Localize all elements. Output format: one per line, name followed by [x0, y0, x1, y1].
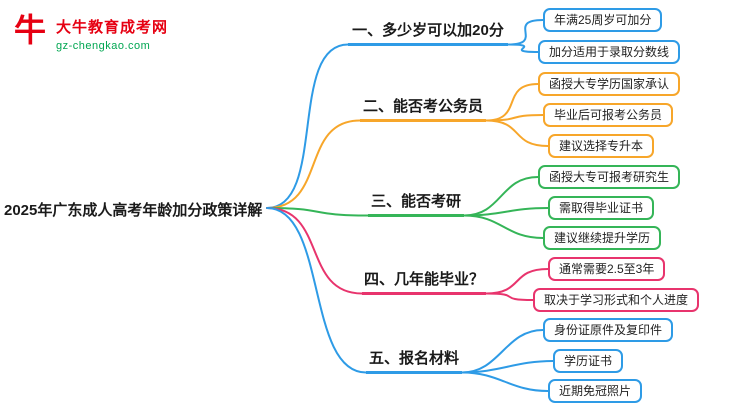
branch-connector — [266, 119, 361, 209]
branch-node: 四、几年能毕业？ — [362, 270, 486, 295]
site-logo: 牛 大牛教育成考网 gz-chengkao.com — [10, 10, 168, 52]
branch-connector — [463, 207, 549, 217]
branch-connector — [463, 214, 544, 239]
branch-connector — [485, 83, 539, 122]
branch-connector — [266, 43, 349, 209]
branch-node: 五、报名材料 — [366, 349, 462, 374]
bull-logo-icon: 牛 — [13, 12, 46, 48]
leaf-node: 建议选择专升本 — [548, 134, 655, 158]
leaf-node: 身份证原件及复印件 — [543, 318, 674, 342]
branch-connector — [507, 19, 544, 46]
branch-connector — [463, 176, 539, 217]
branch-connector — [507, 43, 539, 53]
leaf-node: 加分适用于录取分数线 — [538, 40, 681, 64]
branch-connector — [485, 114, 544, 122]
branch-connector — [266, 207, 367, 374]
branch-connector — [461, 371, 549, 392]
branch-connector — [266, 207, 363, 295]
leaf-node: 函授大专学历国家承认 — [538, 72, 681, 96]
root-topic: 2025年广东成人高考年龄加分政策详解 — [4, 202, 263, 219]
branch-connector — [461, 360, 554, 374]
branch-connector — [485, 119, 549, 147]
leaf-node: 取决于学习形式和个人进度 — [533, 288, 700, 312]
branch-node: 三、能否考研 — [368, 192, 464, 217]
leaf-node: 需取得毕业证书 — [548, 196, 655, 220]
branch-connector — [266, 207, 369, 217]
leaf-node: 函授大专可报考研究生 — [538, 165, 681, 189]
leaf-node: 建议继续提升学历 — [543, 226, 662, 250]
logo-text: 大牛教育成考网 gz-chengkao.com — [56, 10, 168, 52]
leaf-node: 毕业后可报考公务员 — [543, 103, 674, 127]
branch-node: 二、能否考公务员 — [360, 97, 486, 122]
leaf-node: 近期免冠照片 — [548, 379, 643, 403]
branch-connector — [485, 292, 534, 301]
branch-node: 一、多少岁可以加20分 — [348, 21, 508, 46]
logo-title: 大牛教育成考网 — [56, 19, 169, 36]
leaf-node: 年满25周岁可加分 — [543, 8, 663, 32]
leaf-node: 学历证书 — [553, 349, 624, 373]
branch-connector — [461, 329, 544, 374]
leaf-node: 通常需要2.5至3年 — [548, 257, 666, 281]
logo-subtitle: gz-chengkao.com — [56, 40, 151, 52]
